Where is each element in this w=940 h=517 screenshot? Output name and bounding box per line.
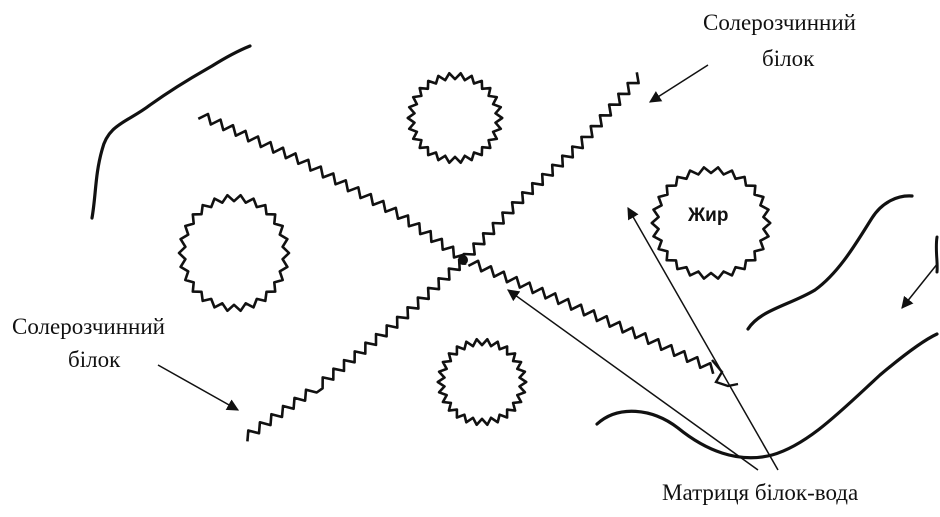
arrow-right-edge — [901, 262, 939, 309]
protein-strand-lower-right — [467, 259, 715, 375]
wavy-strand-right-upper — [746, 194, 914, 331]
wavy-strand-bottom-right — [595, 332, 939, 460]
strand-crossing-knot — [458, 255, 468, 265]
fat-label: Жир — [688, 205, 729, 226]
fat-globule-bottom — [436, 337, 528, 427]
protein-strand-lower-left — [246, 258, 461, 442]
arrow-matrix-to-fat — [627, 206, 779, 471]
arrow-left-protein — [157, 364, 240, 411]
protein-label-left-line1: Солерозчинний — [12, 314, 165, 339]
protein-strands — [197, 72, 739, 442]
protein-label-top-line1: Солерозчинний — [703, 10, 856, 35]
protein-label-left-line2: білок — [68, 347, 121, 372]
fat-globule-top — [406, 72, 504, 164]
arrow-top-protein — [648, 64, 709, 103]
fat-globule-labelled — [650, 166, 772, 280]
wavy-strand-top-left — [90, 44, 252, 220]
fat-globules — [177, 72, 772, 427]
protein-strand-hook — [711, 359, 739, 388]
protein-label-top-line2: білок — [762, 46, 815, 71]
arrow-matrix-to-centre — [507, 289, 759, 471]
strand-right-edge — [934, 235, 939, 274]
matrix-label: Матриця білок-вода — [662, 480, 859, 505]
fat-globule-left — [177, 193, 291, 313]
protein-strand-upper-right — [462, 72, 640, 266]
protein-strand-upper-left — [197, 112, 465, 259]
